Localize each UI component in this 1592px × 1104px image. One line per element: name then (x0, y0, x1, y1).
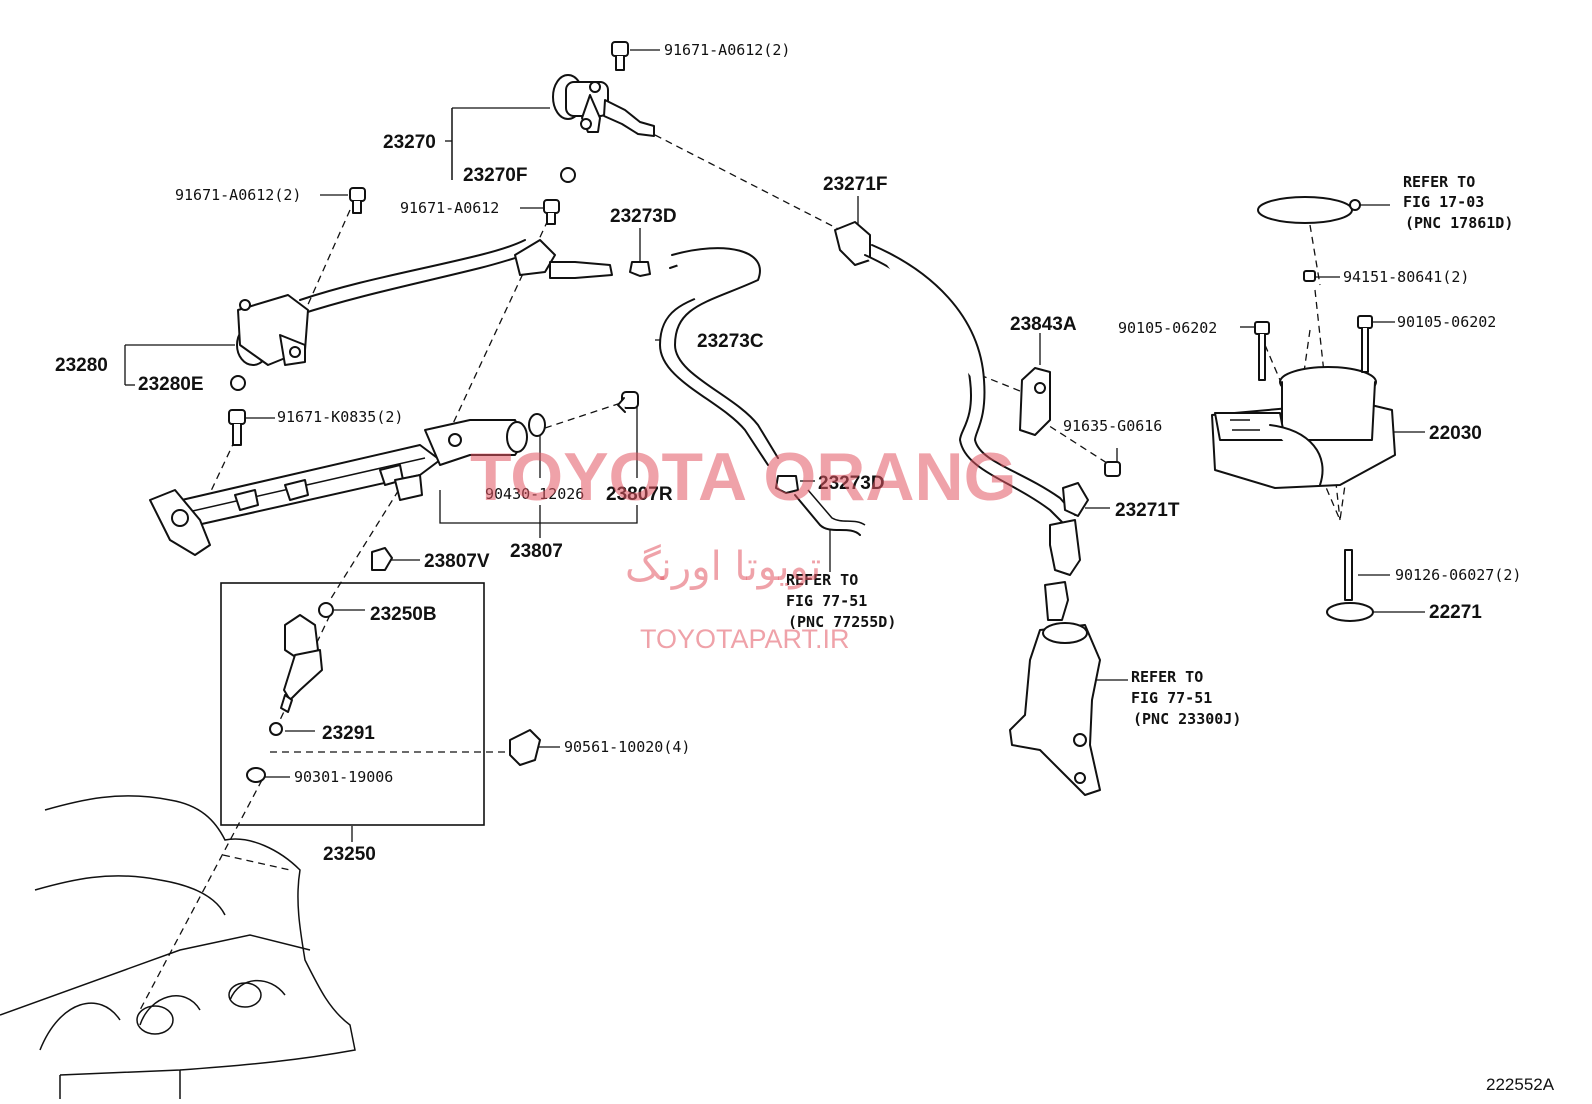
stud-90126-06027 (1344, 549, 1353, 601)
clamp-23271t (1062, 482, 1089, 517)
fuel-filter-bracket (1009, 581, 1101, 796)
label-90126-06027: 90126-06027(2) (1395, 566, 1521, 584)
bolt-91671-a0612-top (611, 41, 629, 71)
label-23291: 23291 (322, 723, 375, 744)
watermark: TOYOTA ORANG تویوتا اورنگ TOYOTAPART.IR (470, 439, 1017, 654)
ref-7751a-line3: (PNC 77255D) (788, 613, 896, 631)
o-ring-23250b (318, 602, 334, 618)
bracket-23843a (1019, 367, 1051, 436)
fuel-pipe-23271f (834, 221, 1081, 576)
part-labels: 91671-A0612(2) 23270 23270F 91671-A0612(… (55, 41, 1521, 865)
leader-lines (124, 49, 1425, 842)
label-91671-k0835: 91671-K0835(2) (277, 408, 403, 426)
fuel-pulsation-damper-23280 (236, 239, 613, 366)
label-91671-a0612-left: 91671-A0612(2) (175, 186, 301, 204)
label-23273c: 23273C (697, 331, 764, 352)
insulator-23291 (269, 722, 283, 736)
bolt-91671-k0835 (228, 409, 246, 446)
hose-stub (794, 489, 866, 536)
watermark-brand: TOYOTA ORANG (470, 439, 1017, 515)
label-23807: 23807 (510, 541, 563, 562)
engine-block-outline (0, 795, 356, 1099)
throttle-body-22030 (1211, 366, 1396, 489)
nut-94151-80641 (1303, 270, 1316, 282)
fuel-delivery-pipe (149, 419, 528, 556)
label-23280: 23280 (55, 355, 108, 376)
nut-23807v (371, 547, 393, 571)
bolt-91671-a0612-left (349, 187, 366, 214)
label-22271: 22271 (1429, 602, 1482, 623)
o-ring-90301-19006 (246, 767, 266, 783)
o-ring-23280e (230, 375, 246, 391)
label-91635-g0616: 91635-G0616 (1063, 417, 1162, 435)
label-23271f: 23271F (823, 174, 887, 195)
watermark-persian: تویوتا اورنگ (625, 544, 821, 590)
bolt-90105-06202-left (1254, 321, 1270, 381)
reference-fig-77-51-b: REFER TO FIG 77-51 (PNC 23300J) (1131, 668, 1241, 728)
label-23250b: 23250B (370, 604, 437, 625)
plug-23807r (617, 391, 639, 413)
label-90301-19006: 90301-19006 (294, 768, 393, 786)
injector-kit-box-23250 (220, 582, 485, 826)
label-94151-80641: 94151-80641(2) (1343, 268, 1469, 286)
hose-23273c (659, 247, 779, 466)
pressure-regulator-23270 (552, 74, 655, 137)
label-23250: 23250 (323, 844, 376, 865)
bolt-91635-g0616 (1104, 461, 1121, 477)
hose-clamp-ref-17-03 (1257, 196, 1361, 224)
ref-7751a-line1: REFER TO (786, 571, 858, 589)
watermark-url: TOYOTAPART.IR (640, 624, 850, 654)
label-23280e: 23280E (138, 374, 204, 395)
ref-7751a-line2: FIG 77-51 (786, 592, 867, 610)
label-23270: 23270 (383, 132, 436, 153)
clip-23273d-mid (775, 475, 799, 494)
label-90105-06202-left: 90105-06202 (1118, 319, 1217, 337)
label-91671-a0612-mid: 91671-A0612 (400, 199, 499, 217)
label-23807r: 23807R (606, 484, 673, 505)
ref-7751b-line1: REFER TO (1131, 668, 1203, 686)
bolt-91671-a0612-mid (543, 199, 560, 225)
figure-id: 222552A (1486, 1075, 1555, 1094)
bolt-90105-06202-right (1357, 315, 1373, 373)
ref-1703-line3: (PNC 17861D) (1405, 214, 1513, 232)
label-91671-a0612-top: 91671-A0612(2) (664, 41, 790, 59)
label-23270f: 23270F (463, 165, 527, 186)
reference-fig-77-51-a: REFER TO FIG 77-51 (PNC 77255D) (786, 571, 896, 631)
ref-7751b-line2: FIG 77-51 (1131, 689, 1212, 707)
label-23273d-top: 23273D (610, 206, 677, 227)
label-23807v: 23807V (424, 551, 490, 572)
fuel-injector (280, 614, 323, 713)
label-23273d-mid: 23273D (818, 473, 885, 494)
label-22030: 22030 (1429, 423, 1482, 444)
o-ring-23270f (560, 167, 576, 183)
reference-fig-17-03: REFER TO FIG 17-03 (PNC 17861D) (1403, 173, 1513, 232)
gasket-90430-12026 (528, 413, 546, 437)
clip-23273d-top (629, 261, 651, 277)
label-90561-10020: 90561-10020(4) (564, 738, 690, 756)
ref-7751b-line3: (PNC 23300J) (1133, 710, 1241, 728)
label-23271t: 23271T (1115, 500, 1180, 521)
label-90430-12026: 90430-12026 (485, 485, 584, 503)
gasket-22271 (1326, 602, 1374, 622)
ref-1703-line2: FIG 17-03 (1403, 193, 1484, 211)
label-90105-06202-right: 90105-06202 (1397, 313, 1496, 331)
label-23843a: 23843A (1010, 314, 1077, 335)
ref-1703-line1: REFER TO (1403, 173, 1475, 191)
grommet-90561-10020 (509, 729, 541, 766)
